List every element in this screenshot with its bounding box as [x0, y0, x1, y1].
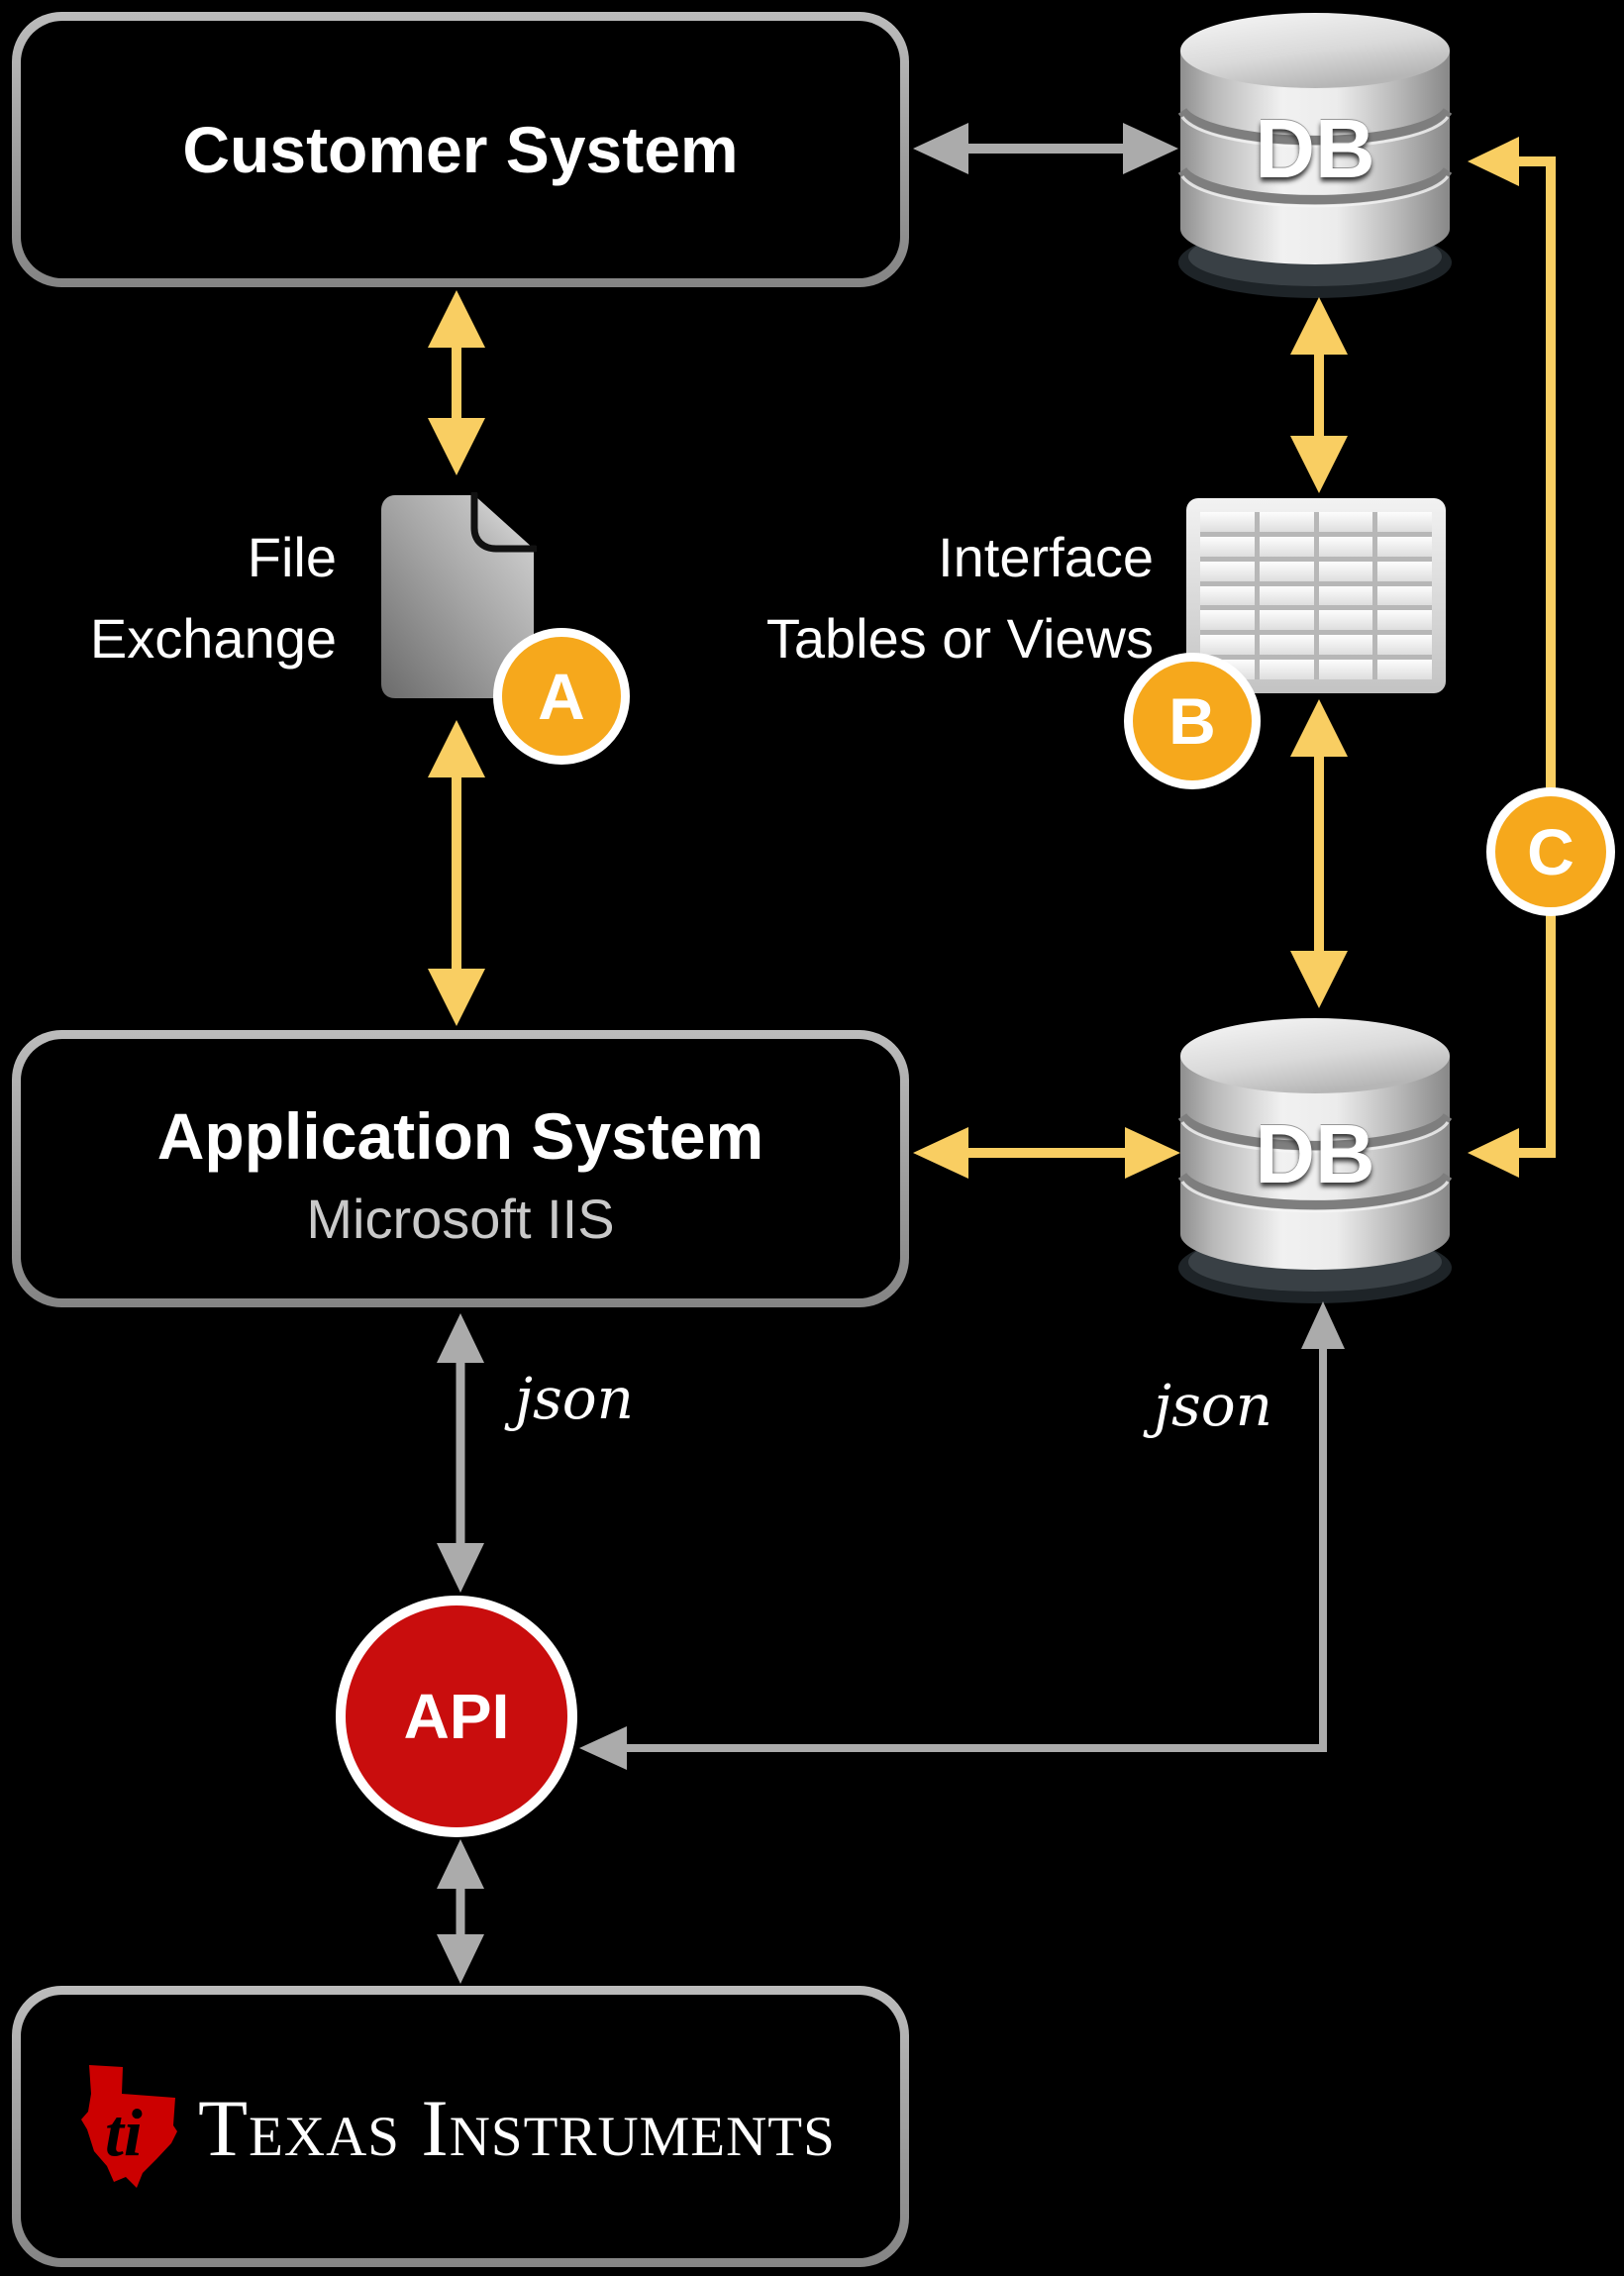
arrow-dbbottom-up-head: [1301, 1301, 1345, 1349]
badge-b: B: [1124, 653, 1261, 789]
arrow-application-dbbottom: [913, 1127, 1180, 1179]
db-bottom-label: DB: [1255, 1106, 1375, 1200]
badge-a: A: [493, 628, 630, 765]
arrow-c-bottom-head: [1468, 1128, 1519, 1178]
texas-instruments-brand: Texas Instruments: [198, 2083, 836, 2173]
json-label-right: json: [1153, 1372, 1273, 1439]
db-bottom: DB: [1176, 1010, 1454, 1307]
api-node: API: [336, 1596, 577, 1837]
badge-b-letter: B: [1168, 684, 1216, 758]
application-system-title: Application System: [156, 1099, 764, 1173]
database-icon: [1177, 13, 1453, 298]
arrow-json-horizontal: [624, 1744, 1327, 1752]
texas-instruments-box: [12, 1986, 909, 2267]
arrow-api-ti: [432, 1839, 489, 1984]
ti-logo-letters: ti: [105, 2095, 143, 2170]
arrow-file-application: [428, 720, 485, 1026]
db-top: DB: [1176, 5, 1454, 302]
file-exchange-line2: Exchange: [89, 607, 337, 670]
arrow-c-top-head: [1468, 137, 1519, 186]
table-grid: [1200, 512, 1432, 679]
arrow-api-left-head: [579, 1726, 627, 1770]
badge-c-letter: C: [1527, 815, 1574, 888]
arrow-json-vertical: [1319, 1347, 1327, 1752]
arrow-dbtop-tables: [1290, 297, 1348, 493]
arrow-c-bottom-segment: [1519, 1148, 1549, 1158]
arrow-application-api: [432, 1313, 489, 1593]
interface-table-icon: [1186, 498, 1446, 693]
interface-tables-line2: Tables or Views: [765, 607, 1154, 670]
texas-instruments-logo-icon: ti: [81, 2065, 177, 2188]
database-icon: [1177, 1018, 1453, 1303]
file-exchange-line1: File: [247, 526, 337, 588]
application-system-subtitle: Microsoft IIS: [306, 1188, 615, 1250]
json-label-left: json: [514, 1365, 635, 1432]
customer-system-title: Customer System: [182, 113, 739, 186]
customer-system-box: Customer System: [12, 12, 909, 287]
interface-tables-line1: Interface: [938, 526, 1154, 588]
file-exchange-label: File Exchange: [20, 517, 337, 679]
db-top-label: DB: [1255, 101, 1375, 195]
badge-c: C: [1486, 787, 1615, 916]
arrow-c-top-segment: [1519, 156, 1549, 166]
file-document-icon: [381, 492, 537, 698]
arrow-customer-dbtop: [913, 123, 1178, 174]
arrow-customer-file: [428, 290, 485, 475]
application-system-box: Application System Microsoft IIS: [12, 1030, 909, 1307]
badge-a-letter: A: [538, 660, 585, 733]
interface-tables-label: Interface Tables or Views: [693, 517, 1154, 679]
api-label: API: [403, 1681, 510, 1752]
arrow-c-vertical: [1546, 156, 1556, 1158]
arrow-tables-dbbottom: [1290, 699, 1348, 1008]
